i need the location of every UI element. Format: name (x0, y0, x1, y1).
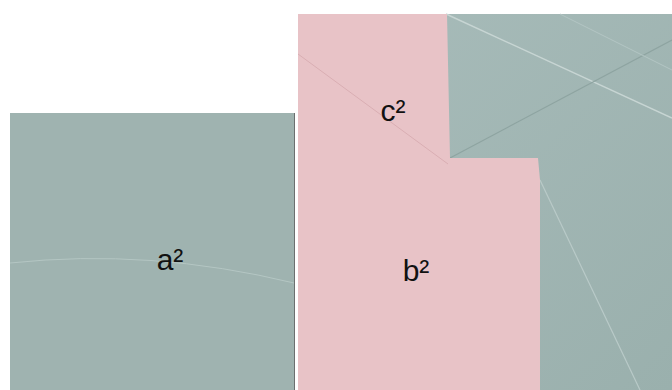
pink-paper-region: c² b² (298, 14, 540, 390)
paper-shape (10, 113, 294, 390)
area-label: c² (381, 94, 406, 127)
fold-line (10, 259, 294, 284)
paper-shape (10, 113, 294, 390)
paper-square: a² (10, 113, 294, 390)
folded-grey-paper (298, 14, 672, 390)
fold-line (450, 40, 672, 158)
fold-line (560, 14, 672, 70)
paper-shape (298, 14, 540, 390)
fold-line (298, 54, 448, 164)
fold-line (540, 180, 640, 390)
area-label: a² (157, 243, 184, 276)
area-label: b² (403, 254, 430, 287)
fold-line (446, 14, 672, 118)
paper-shape (298, 14, 540, 390)
